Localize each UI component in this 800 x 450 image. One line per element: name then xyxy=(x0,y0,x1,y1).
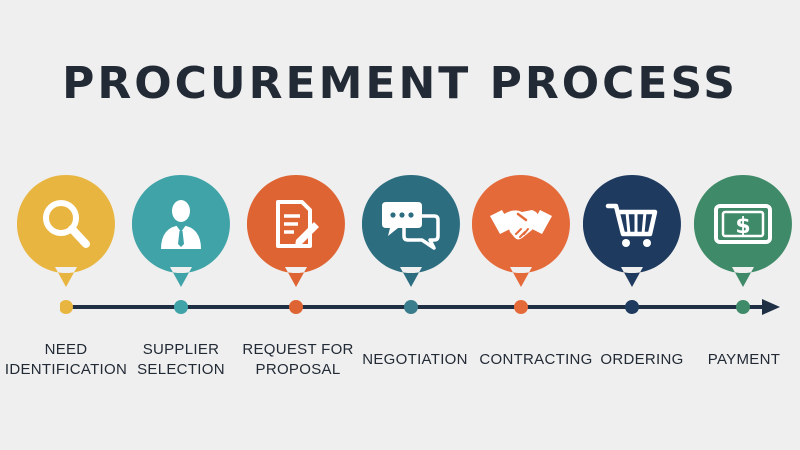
pin-marker xyxy=(247,175,345,287)
step-payment: $ xyxy=(694,175,792,287)
timeline-dot xyxy=(289,300,303,314)
timeline-dot xyxy=(625,300,639,314)
step-label-need-identification: NEED IDENTIFICATION xyxy=(4,341,128,378)
step-label-contracting: CONTRACTING xyxy=(479,351,593,368)
step-ordering xyxy=(583,175,681,287)
step-negotiation xyxy=(362,175,460,287)
timeline-dot xyxy=(174,300,188,314)
timeline-dot xyxy=(60,300,73,314)
svg-text:$: $ xyxy=(735,214,750,239)
timeline xyxy=(60,299,780,315)
step-contracting xyxy=(472,175,570,287)
timeline-dot xyxy=(736,300,750,314)
step-label-supplier-selection: SUPPLIER SELECTION xyxy=(137,341,225,378)
businessman-icon xyxy=(161,200,201,249)
timeline-dot xyxy=(514,300,528,314)
page-title: PROCUREMENT PROCESS xyxy=(62,58,738,109)
timeline-dot xyxy=(404,300,418,314)
document-pen-icon xyxy=(276,200,319,248)
magnifier-icon xyxy=(43,200,90,248)
pin-marker xyxy=(694,175,792,287)
pin-marker xyxy=(583,175,681,287)
step-label-request-for-proposal: REQUEST FOR PROPOSAL xyxy=(242,341,354,378)
handshake-icon xyxy=(490,210,552,240)
step-need-identification xyxy=(17,175,115,287)
step-label-negotiation: NEGOTIATION xyxy=(362,351,468,368)
chat-bubbles-icon xyxy=(382,202,440,250)
timeline-arrowhead xyxy=(762,299,780,315)
shopping-cart-icon xyxy=(605,203,658,247)
step-label-payment: PAYMENT xyxy=(707,351,781,368)
dollar-bill-icon: $ xyxy=(714,204,772,244)
step-request-for-proposal xyxy=(247,175,345,287)
step-supplier-selection xyxy=(132,175,230,287)
step-label-ordering: ORDERING xyxy=(600,351,684,368)
